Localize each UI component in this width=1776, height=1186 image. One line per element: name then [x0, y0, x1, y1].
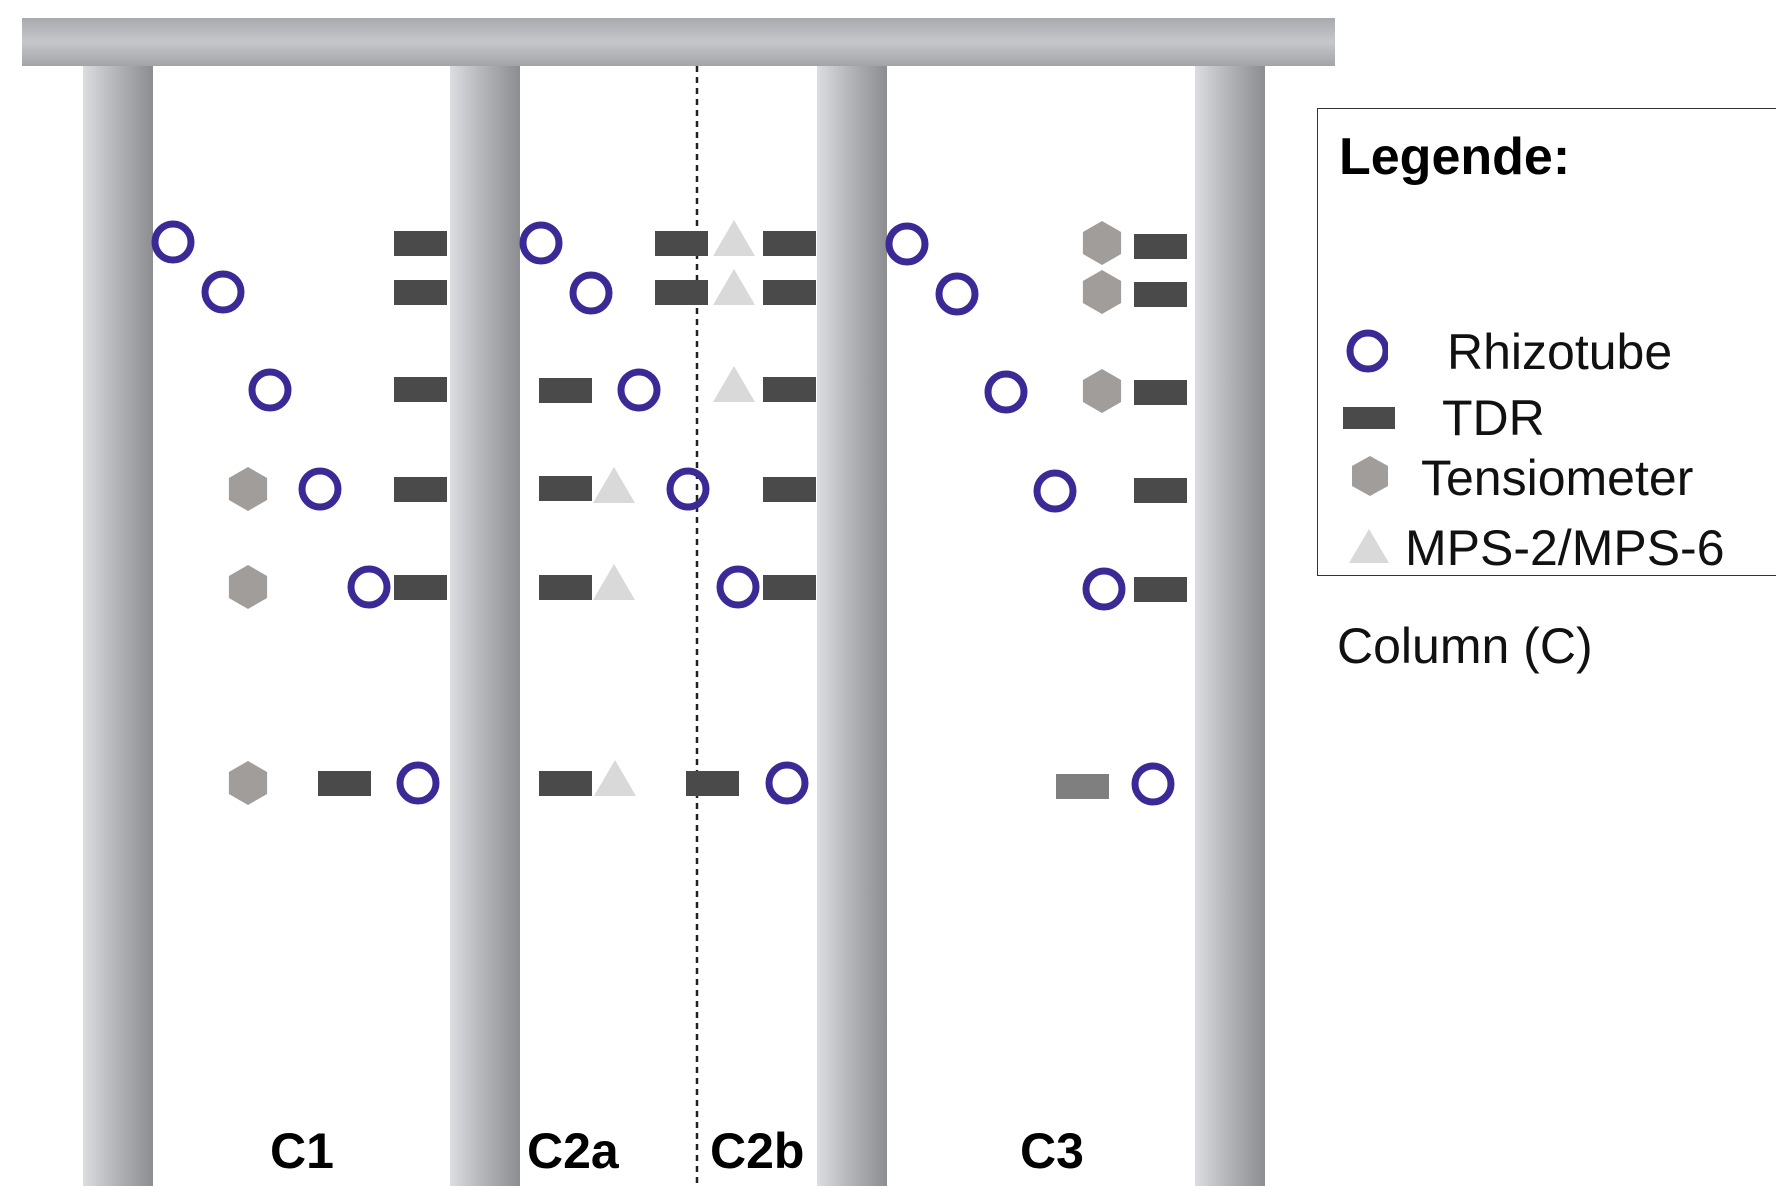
tdr-icon	[1134, 282, 1187, 307]
rhizotube-icon	[1033, 469, 1077, 513]
rhizotube-icon	[248, 368, 292, 412]
tdr-icon	[1134, 478, 1187, 503]
tdr-icon	[539, 771, 592, 796]
column-label-c3: C3	[1020, 1123, 1084, 1179]
rhizotube-icon	[569, 271, 613, 315]
tdr-icon	[539, 476, 592, 501]
column-label-c1: C1	[270, 1123, 334, 1179]
legend-item-tensiometer: Tensiometer	[1318, 447, 1776, 507]
mps-icon	[713, 220, 755, 256]
rhizotube-icon	[617, 368, 661, 412]
tdr-icon	[1056, 774, 1109, 799]
rhizotube-icon	[519, 221, 563, 265]
rhizotube-icon	[935, 272, 979, 316]
tdr-icon	[1134, 380, 1187, 405]
column-label-c2a: C2a	[527, 1123, 619, 1179]
tdr-icon	[394, 231, 447, 256]
tensiometer-icon	[1082, 270, 1122, 314]
tensiometer-icon	[228, 467, 268, 511]
tdr-icon	[655, 280, 708, 305]
rhizotube-icon	[396, 761, 440, 805]
sensor-markers	[151, 220, 1187, 806]
legend-title: Legende:	[1339, 128, 1571, 186]
rhizotube-icon	[885, 222, 929, 266]
mps-icon	[713, 269, 755, 305]
tdr-icon	[655, 231, 708, 256]
pillar-1	[83, 66, 153, 1186]
triangle-icon	[1349, 529, 1389, 563]
legend-item-rhizotube: Rhizotube	[1318, 321, 1776, 381]
hexagon-icon	[1352, 456, 1388, 496]
legend-label-tensiometer: Tensiometer	[1421, 450, 1694, 506]
pillar-2	[450, 66, 520, 1186]
legend-label-tdr: TDR	[1442, 390, 1545, 446]
tdr-icon	[686, 771, 739, 796]
rhizotube-icon	[765, 761, 809, 805]
tdr-icon	[394, 575, 447, 600]
tensiometer-icon	[228, 565, 268, 609]
tensiometer-icon	[228, 761, 268, 805]
tdr-icon	[539, 378, 592, 403]
tdr-icon	[763, 477, 816, 502]
tensiometer-icon	[1082, 221, 1122, 265]
tdr-icon	[394, 280, 447, 305]
tdr-icon	[763, 280, 816, 305]
rhizotube-icon	[347, 565, 391, 609]
pillar-4	[1195, 66, 1265, 1186]
legend-item-mps: MPS-2/MPS-6	[1318, 517, 1776, 577]
legend-item-tdr: TDR	[1318, 387, 1776, 447]
tdr-icon	[1134, 577, 1187, 602]
tdr-icon	[763, 231, 816, 256]
tensiometer-icon	[1082, 369, 1122, 413]
rhizotube-icon	[1082, 567, 1126, 611]
legend-label-rhizotube: Rhizotube	[1447, 324, 1673, 380]
column-label-c2b: C2b	[710, 1123, 805, 1179]
legend: Legende: Rhizotube TDR Tensiometer MPS-2…	[1317, 108, 1776, 671]
legend-label-mps: MPS-2/MPS-6	[1405, 520, 1725, 576]
rhizotube-icon	[151, 220, 195, 264]
tdr-icon	[394, 377, 447, 402]
rhizotube-icon	[666, 467, 710, 511]
rhizotube-icon	[984, 370, 1028, 414]
top-beam	[22, 18, 1335, 66]
rhizotube-icon	[1131, 762, 1175, 806]
mps-icon	[594, 760, 636, 796]
legend-note: Column (C)	[1337, 618, 1593, 674]
tdr-icon	[318, 771, 371, 796]
rectangle-icon	[1343, 407, 1395, 429]
mps-icon	[713, 366, 755, 402]
tdr-icon	[1134, 234, 1187, 259]
tdr-icon	[763, 575, 816, 600]
tdr-icon	[394, 477, 447, 502]
mps-icon	[593, 564, 635, 600]
pillar-3	[817, 66, 887, 1186]
rhizotube-icon	[201, 270, 245, 314]
rhizotube-icon	[298, 467, 342, 511]
tdr-icon	[539, 575, 592, 600]
tdr-icon	[763, 377, 816, 402]
mps-icon	[593, 467, 635, 503]
circle-icon	[1346, 329, 1388, 373]
rhizotube-icon	[716, 565, 760, 609]
